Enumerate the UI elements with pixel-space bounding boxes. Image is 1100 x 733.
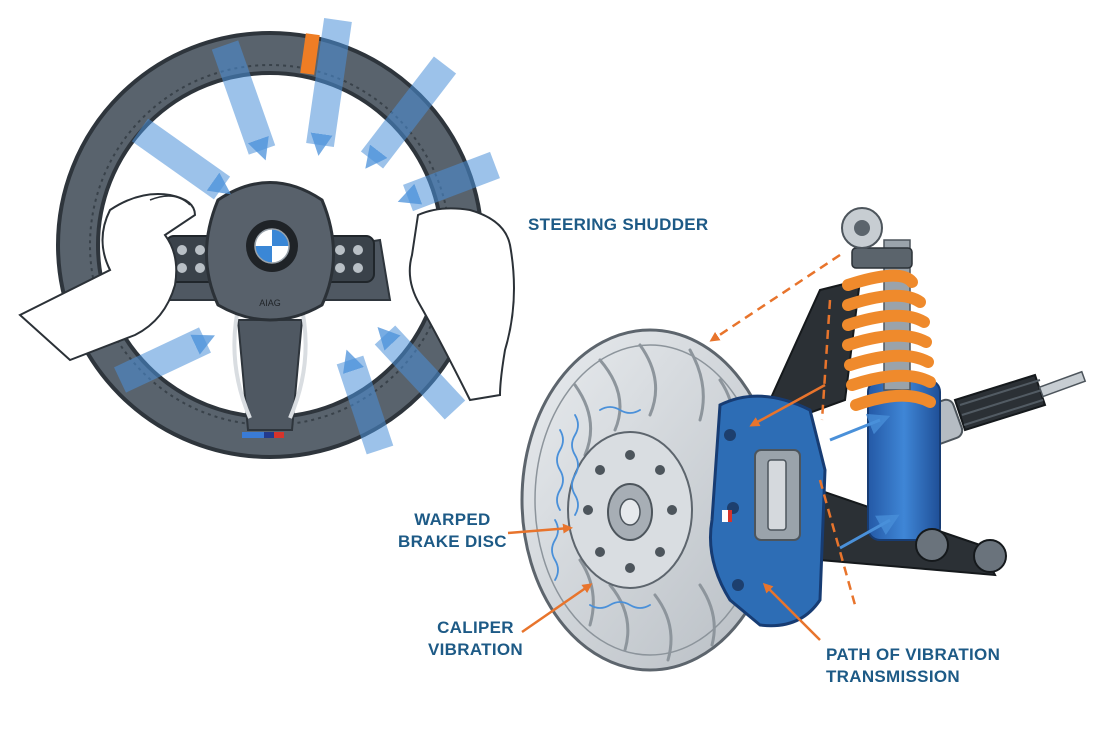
transmission-arrows	[829, 413, 900, 550]
force-arrow	[360, 56, 457, 169]
left-hand	[18, 193, 197, 362]
force-arrow	[114, 327, 215, 393]
bmw-roundel-icon	[246, 220, 298, 272]
force-arrow	[211, 40, 276, 161]
vibration-path-mid	[820, 299, 832, 421]
arrow-to-caliper-top	[749, 383, 826, 427]
force-arrow	[397, 151, 500, 212]
force-arrow	[131, 118, 231, 200]
coil-spring-icon	[842, 269, 936, 411]
vibration-path-up	[709, 253, 841, 342]
vibration-arrows	[507, 253, 857, 641]
vibration-path-label: PATH OF VIBRATION TRANSMISSION	[826, 645, 1001, 686]
right-hand	[408, 207, 515, 402]
force-arrow	[374, 325, 466, 420]
caliper-vibration-label: CALIPER VIBRATION	[428, 618, 523, 659]
arrow-to-caliper	[521, 583, 593, 634]
arrow-to-disc	[507, 523, 573, 535]
steering-shudder-label: STEERING SHUDDER	[528, 215, 709, 234]
warped-brake-disc-label: WARPED BRAKE DISC	[398, 510, 507, 551]
arrow-to-caliper-bottom	[762, 582, 821, 641]
force-arrows	[114, 18, 500, 455]
force-arrow	[336, 349, 394, 455]
vibration-path-down	[818, 479, 857, 606]
hub-text: AIAG	[259, 298, 281, 308]
brake-caliper-icon	[708, 394, 827, 628]
force-arrow	[306, 18, 352, 156]
